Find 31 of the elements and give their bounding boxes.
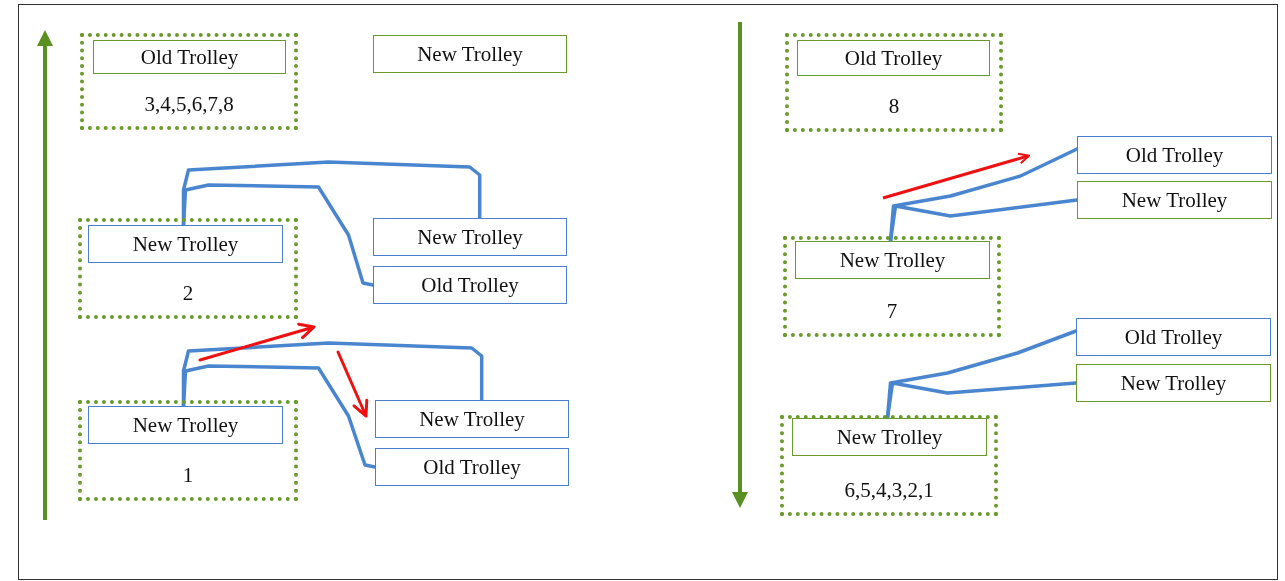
group-number-text: 8 [887, 94, 901, 118]
trolley-box: New Trolley [373, 35, 567, 73]
trolley-box: Old Trolley [1077, 136, 1272, 174]
dotted-group-frame [785, 33, 1003, 132]
trolley-box: New Trolley [1076, 364, 1271, 402]
dotted-group-frame [80, 33, 298, 130]
dotted-group-frame [78, 400, 298, 501]
hand-drawn-connector [888, 198, 1079, 243]
trolley-box: New Trolley [88, 225, 283, 263]
trolley-box: Old Trolley [797, 40, 990, 76]
hand-drawn-connector [181, 183, 375, 287]
trolley-box: New Trolley [88, 406, 283, 444]
dotted-group-frame [780, 415, 998, 516]
trolley-box: Old Trolley [1076, 318, 1271, 356]
hand-drawn-connector [181, 364, 377, 469]
group-number-text: 1 [181, 463, 195, 487]
trolley-box: New Trolley [373, 218, 567, 256]
group-number-text: 3,4,5,6,7,8 [143, 92, 235, 116]
trolley-box: Old Trolley [375, 448, 569, 486]
trolley-box: New Trolley [795, 241, 990, 279]
trolley-box: New Trolley [1077, 181, 1272, 219]
trolley-box: New Trolley [792, 418, 987, 456]
hand-drawn-connector [885, 381, 1078, 420]
trolley-box: New Trolley [375, 400, 569, 438]
group-number-text: 6,5,4,3,2,1 [843, 478, 935, 502]
dotted-group-frame [783, 236, 1001, 337]
dotted-group-frame [78, 218, 298, 319]
group-number-text: 7 [885, 299, 899, 323]
group-number-text: 2 [181, 281, 195, 305]
trolley-box: Old Trolley [93, 40, 286, 74]
trolley-box: Old Trolley [373, 266, 567, 304]
